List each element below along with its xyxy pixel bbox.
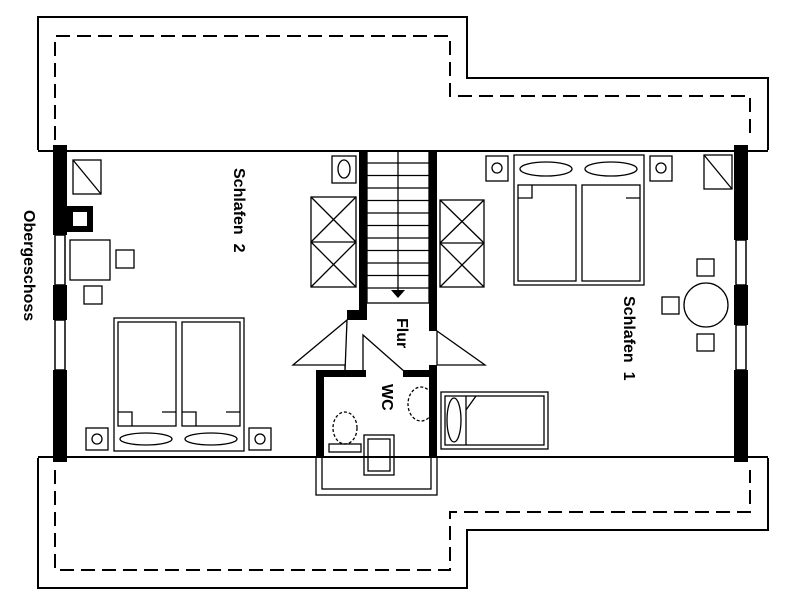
double-bed-bedroom-1	[513, 154, 645, 286]
room-label-hallway: Flur	[393, 318, 410, 348]
stair-arrow-icon	[391, 290, 405, 298]
wardrobe-left	[310, 196, 357, 288]
staircase	[366, 150, 430, 304]
wardrobe-right	[439, 199, 485, 288]
room-label-wc: WC	[378, 384, 395, 411]
right-wall	[734, 145, 748, 462]
lower-dashed-line	[54, 470, 751, 571]
floor-label: Obergeschoss	[20, 210, 37, 321]
desk-bedroom-2	[69, 239, 135, 305]
shower-tray	[363, 434, 395, 476]
stair-wall-right	[429, 151, 437, 331]
wc-bay-window	[315, 456, 438, 496]
door-swing-wc	[362, 333, 406, 373]
single-bed-bedroom-1	[440, 391, 549, 450]
double-bed-bedroom-2	[113, 317, 245, 452]
sink-icon	[407, 386, 435, 422]
stair-wall-left	[359, 151, 367, 305]
table-bedroom-1	[661, 258, 729, 352]
furniture-small	[67, 154, 733, 451]
upper-roof-outline	[37, 16, 769, 150]
wc-walls	[316, 365, 437, 457]
left-wall	[53, 145, 67, 462]
door-swing-left	[291, 318, 348, 373]
room-label-bedroom-2: Schlafen 2	[230, 168, 247, 253]
room-label-bedroom-1: Schlafen 1	[620, 296, 637, 381]
lower-roof-outline	[37, 458, 769, 589]
upper-dashed-line	[54, 35, 751, 140]
wall-corner	[347, 305, 367, 320]
door-swing-right	[436, 329, 488, 366]
wc-fixtures	[328, 386, 435, 476]
toilet-icon	[332, 411, 358, 445]
